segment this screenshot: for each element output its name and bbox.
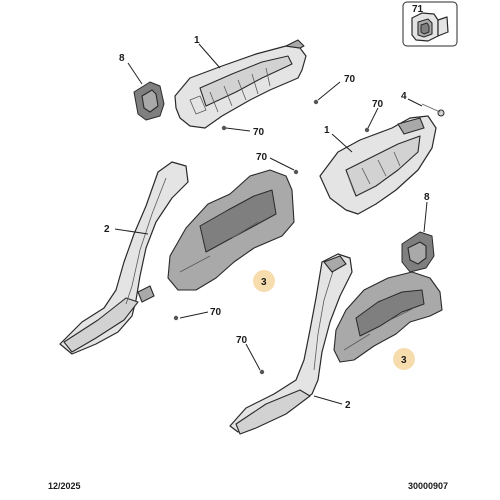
callout-70-e: 70 [210,307,222,318]
callout-8-top: 8 [119,53,125,64]
callout-70-b: 70 [253,127,265,138]
part-4-clip [421,103,445,117]
callout-labels: 71 1 8 70 70 70 4 1 70 2 3 8 70 70 3 2 [104,4,430,411]
callout-3-right: 3 [401,355,407,366]
fasteners-70 [173,99,370,375]
highlight-3-left [253,270,275,292]
footer-reference: 30000907 [408,481,448,491]
callout-4: 4 [401,91,407,102]
part-2-bottom-trim [229,253,353,435]
callout-70-c: 70 [372,99,384,110]
callout-70-a: 70 [344,74,356,85]
callout-1-right: 1 [324,125,330,136]
footer-date: 12/2025 [48,481,81,491]
part-8-pad-top [133,81,165,121]
inset-part-71 [402,1,458,47]
part-2-left-pillar [59,161,189,355]
part-3-left-pad [167,169,295,291]
callout-2-bottom: 2 [345,400,351,411]
part-1-right-frame [319,115,437,215]
callout-3-left: 3 [261,277,267,288]
part-1-upper-trim [174,39,307,129]
callout-8-right: 8 [424,192,430,203]
callout-2-left: 2 [104,224,110,235]
part-3-right-pad [333,271,443,363]
callout-1-top: 1 [194,35,200,46]
callout-70-d: 70 [256,152,268,163]
callout-70-f: 70 [236,335,248,346]
highlight-3-right [393,348,415,370]
part-8-pad-right [401,231,435,273]
callout-71: 71 [412,4,424,15]
leader-lines [114,43,428,405]
